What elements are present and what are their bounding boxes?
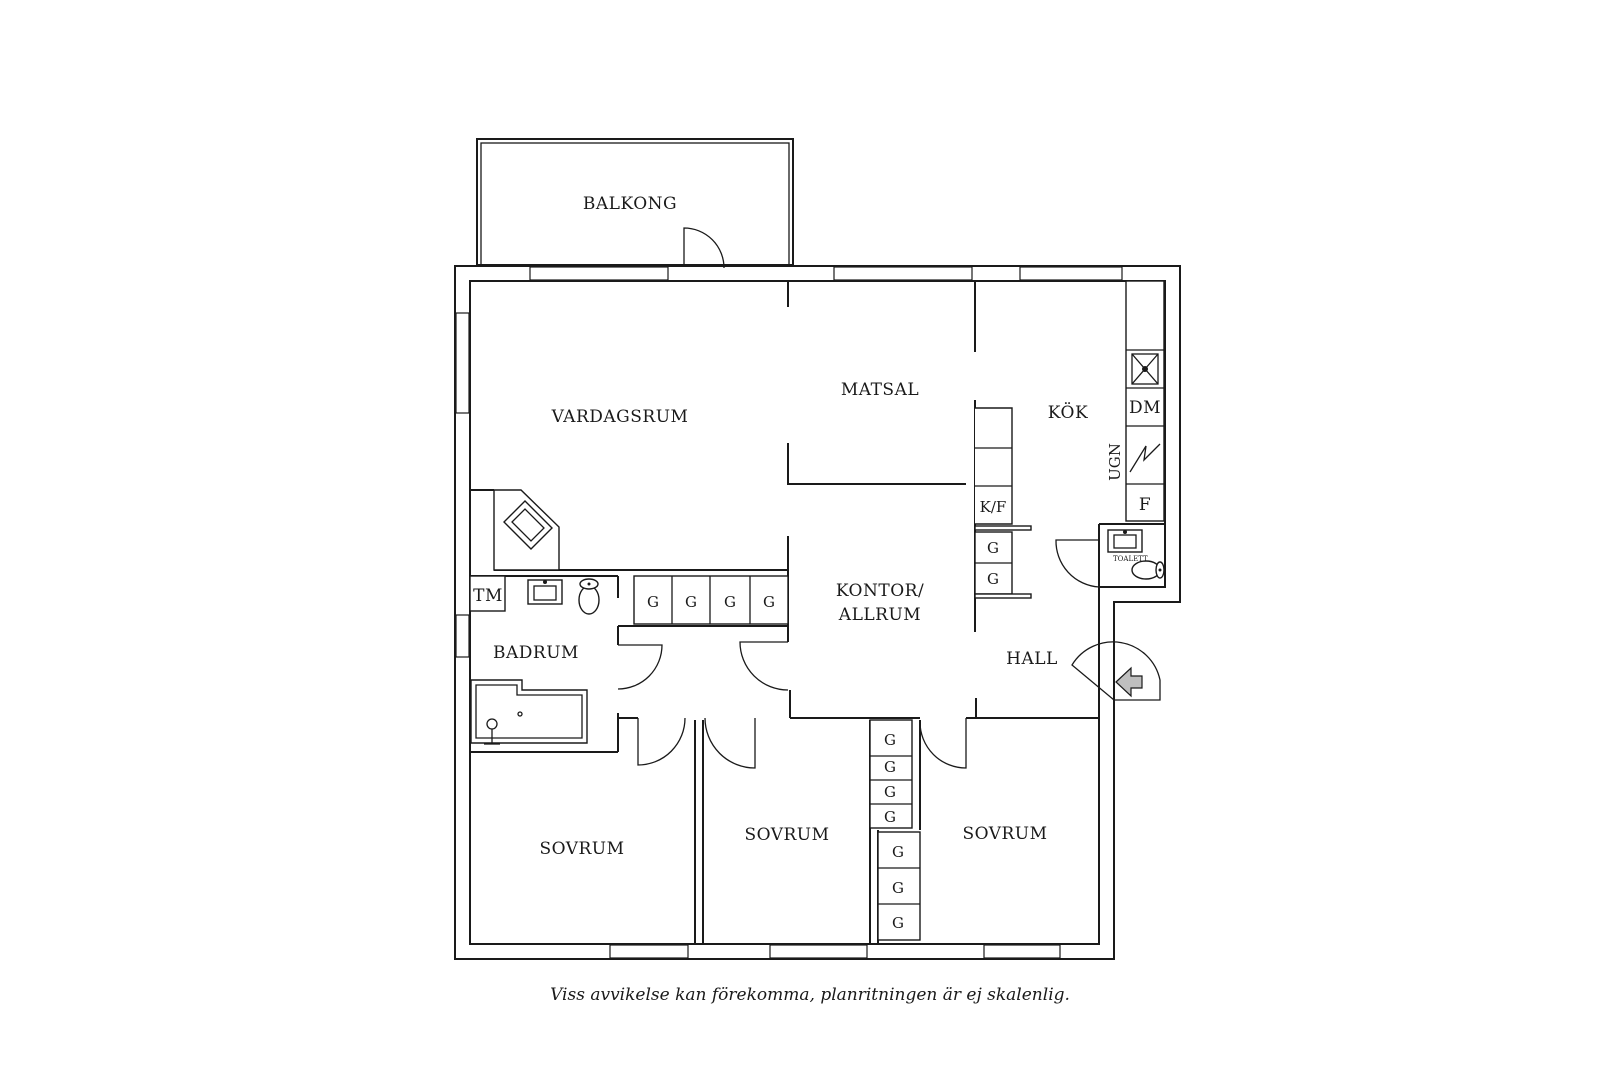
bathtub-icon bbox=[470, 679, 588, 745]
toalett-fixtures bbox=[1107, 529, 1165, 580]
windows bbox=[455, 266, 1123, 959]
room-label-kok: KÖK bbox=[1048, 402, 1088, 423]
room-label-kontor: KONTOR/ bbox=[836, 581, 924, 601]
toilet-icon bbox=[578, 578, 600, 615]
corridor-closets bbox=[633, 575, 789, 625]
sovrum-1-door bbox=[637, 717, 686, 766]
dishwasher-label: DM bbox=[1129, 398, 1161, 418]
toalett-label: TOALETT bbox=[1113, 555, 1148, 563]
room-label-badrum: BADRUM bbox=[493, 643, 579, 663]
closet-label: G bbox=[987, 539, 999, 557]
kitchen-island bbox=[974, 407, 1032, 531]
closet-label: G bbox=[724, 593, 736, 611]
washing-machine-label: TM bbox=[473, 586, 503, 606]
balcony-door bbox=[683, 227, 725, 269]
sovrum-closets bbox=[869, 719, 921, 941]
sink-icon bbox=[1107, 529, 1143, 553]
closet-label: G bbox=[884, 808, 896, 826]
room-label-balkong: BALKONG bbox=[583, 194, 677, 214]
closet-label: G bbox=[892, 914, 904, 932]
kitchen-counter bbox=[1125, 280, 1165, 522]
sink-icon bbox=[527, 579, 563, 605]
closet-label: G bbox=[884, 758, 896, 776]
balcony bbox=[476, 138, 794, 266]
hall-closets bbox=[974, 531, 1032, 599]
badrum-door bbox=[617, 644, 663, 690]
room-label-vardagsrum: VARDAGSRUM bbox=[551, 407, 689, 427]
stove-icon bbox=[1131, 353, 1159, 385]
closet-label: G bbox=[763, 593, 775, 611]
toilet-icon bbox=[1131, 560, 1165, 580]
closet-label: G bbox=[884, 783, 896, 801]
disclaimer-caption: Viss avvikelse kan förekomma, planritnin… bbox=[550, 985, 1070, 1005]
toalett-door bbox=[1055, 539, 1100, 588]
fireplace-icon bbox=[493, 489, 560, 571]
room-label-allrum: ALLRUM bbox=[838, 605, 921, 625]
oven-label: UGN bbox=[1106, 443, 1124, 481]
closet-label: G bbox=[647, 593, 659, 611]
sovrum-3-door bbox=[919, 718, 967, 769]
bathroom-fixtures bbox=[469, 575, 600, 745]
closet-label: G bbox=[892, 879, 904, 897]
entrance-door bbox=[1071, 641, 1161, 701]
entrance-arrow-icon bbox=[1115, 666, 1143, 698]
room-label-hall: HALL bbox=[1006, 649, 1058, 669]
room-label-sovrum: SOVRUM bbox=[744, 825, 829, 845]
room-label-matsal: MATSAL bbox=[841, 380, 919, 400]
closet-label: G bbox=[892, 843, 904, 861]
fridge-freezer-label: K/F bbox=[980, 498, 1007, 516]
freezer-label: F bbox=[1139, 495, 1151, 515]
sovrum-2-door bbox=[704, 717, 756, 769]
room-label-sovrum: SOVRUM bbox=[539, 839, 624, 859]
oven-icon bbox=[1129, 443, 1161, 473]
kontor-door bbox=[739, 641, 789, 691]
closet-label: G bbox=[987, 570, 999, 588]
closet-label: G bbox=[685, 593, 697, 611]
doors bbox=[617, 227, 1161, 769]
closet-label: G bbox=[884, 731, 896, 749]
room-label-sovrum: SOVRUM bbox=[962, 824, 1047, 844]
